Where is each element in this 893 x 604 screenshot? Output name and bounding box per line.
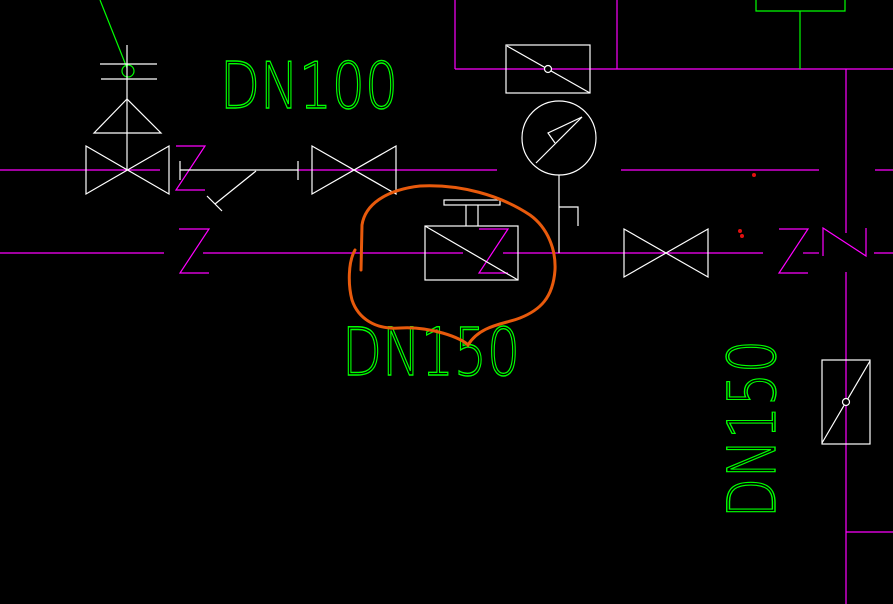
flow-meter-highlighted[interactable] [424,199,519,281]
valve-body-icon [85,144,170,196]
z-marker [178,228,211,274]
leader-line [99,0,128,69]
markers [174,145,867,274]
label-dn100: DN100 [220,50,398,124]
actuator-triangle-icon [92,98,163,134]
gate-valve-icon[interactable] [311,144,397,196]
red-dot [740,234,744,238]
flow-meter-upper[interactable] [505,44,591,94]
gate-valve-icon[interactable] [623,227,709,279]
pipe-labels: DN100 DN150 DN150 [219,49,791,518]
z-marker [477,228,510,274]
n-marker [822,226,867,258]
marker-dots [738,173,756,238]
leader-circle [121,64,135,78]
control-valve-dn100[interactable] [85,45,170,196]
red-dot [752,173,756,177]
pressure-gauge-icon[interactable] [521,100,597,253]
z-marker [777,228,810,274]
symbols [85,44,871,445]
z-marker [174,145,207,191]
equipment-box [755,0,846,12]
label-dn150-vertical: DN150 [714,340,791,518]
green-elements [99,0,846,78]
pipe-reducer-tee [179,161,299,212]
flow-meter-vertical[interactable] [821,359,871,445]
hand-drawn-highlight-circle [347,184,557,348]
red-dot [738,229,742,233]
